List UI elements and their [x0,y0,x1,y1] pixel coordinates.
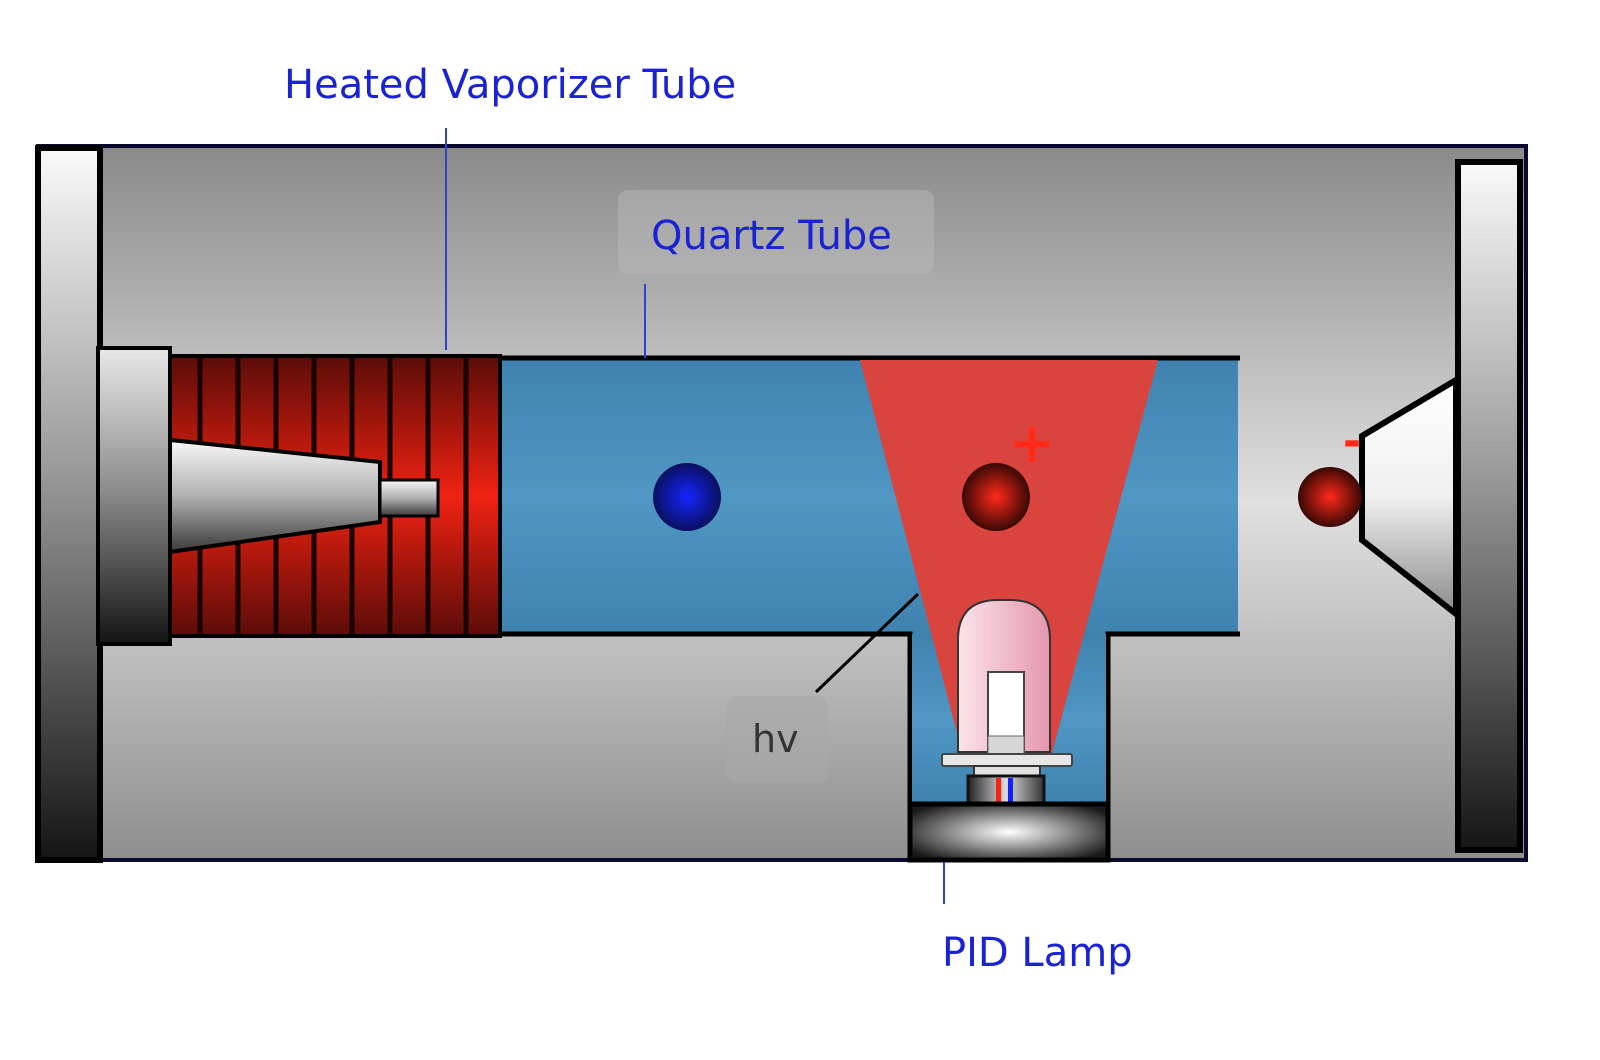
label-hv: hv [752,717,799,761]
label-quartz-tube-box [618,190,934,274]
collector-charge-symbol: - [1343,416,1361,467]
uv-beam [860,360,1158,760]
inlet-cone [168,437,382,555]
label-pid-lamp: PID Lamp [942,930,1133,976]
left-end-cap [35,145,103,863]
label-heated-vaporizer-tube: Heated Vaporizer Tube [284,62,736,108]
collected-ion [1298,467,1362,527]
pid-lamp-base [907,801,1111,863]
leader-hv [814,592,920,694]
label-quartz-tube: Quartz Tube [651,213,892,259]
pid-lamp-wire-blue [1008,778,1013,804]
pid-lamp-window-base [987,735,1025,755]
label-hv-box [726,696,828,782]
right-end-cap [1455,159,1523,853]
pid-lamp-socket [966,774,1046,808]
ion-charge-symbol: + [1009,411,1056,476]
inlet-flange [96,346,172,646]
neutral-molecule [653,463,721,531]
inlet-nozzle [378,478,440,518]
quartz-tube-bottom-wall [498,631,1240,858]
collector-electrode [1359,374,1459,621]
ionized-molecule [962,463,1030,531]
pid-lamp-flange [941,753,1073,767]
pid-lamp-wire-red [996,778,1001,804]
